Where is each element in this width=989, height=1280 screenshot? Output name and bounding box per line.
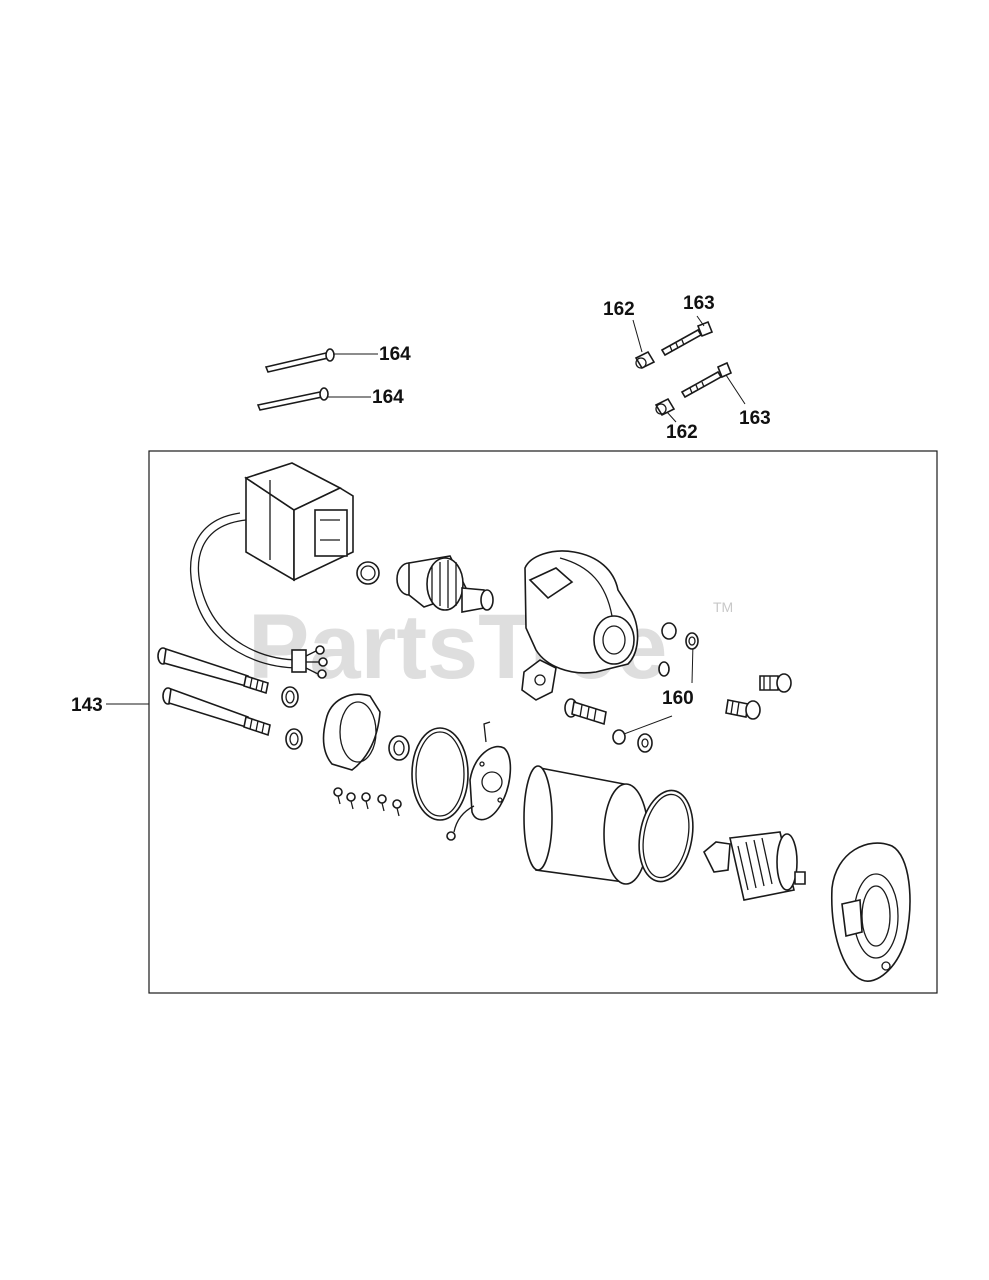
assembly-frame-143 (148, 450, 938, 994)
commutator-end-cap (830, 842, 911, 982)
callout-162-upper[interactable]: 162 (603, 299, 635, 320)
bolt-163-lower[interactable] (680, 361, 733, 399)
housing-o-ring (411, 727, 469, 821)
callouts: 164 164 162 162 163 163 143 160 (71, 293, 771, 716)
watermark-trademark: TM (713, 599, 733, 615)
sleeve-162-lower[interactable] (654, 397, 676, 417)
motor-housing-can (523, 765, 649, 885)
housing-screw-upper (759, 673, 792, 693)
callout-163-lower[interactable]: 163 (739, 408, 771, 429)
drive-end-housing (521, 550, 639, 701)
armature (703, 831, 806, 901)
callout-163-upper[interactable]: 163 (683, 293, 715, 314)
through-bolt-upper (157, 647, 269, 695)
brush-screws (333, 787, 402, 817)
bolt-163-upper[interactable] (660, 320, 714, 357)
callout-164-upper[interactable]: 164 (379, 344, 411, 365)
housing-screw-lower (725, 699, 761, 720)
starter-solenoid (244, 462, 354, 582)
washers (281, 561, 699, 761)
callout-160[interactable]: 160 (662, 688, 694, 709)
brush-cover-cap (322, 693, 381, 771)
callout-164-lower[interactable]: 164 (372, 387, 404, 408)
sleeve-162-upper[interactable] (634, 350, 656, 370)
housing-screw-center (564, 698, 607, 726)
motor-o-ring (638, 789, 694, 883)
pin-164-upper[interactable] (264, 348, 335, 373)
callout-162-lower[interactable]: 162 (666, 422, 698, 443)
through-bolt-lower (162, 687, 271, 737)
callout-143[interactable]: 143 (71, 695, 103, 716)
solenoid-wire-harness (189, 512, 328, 679)
drive-pinion-gear (396, 555, 494, 613)
pin-164-lower[interactable] (256, 387, 329, 411)
brush-plate (446, 721, 512, 841)
